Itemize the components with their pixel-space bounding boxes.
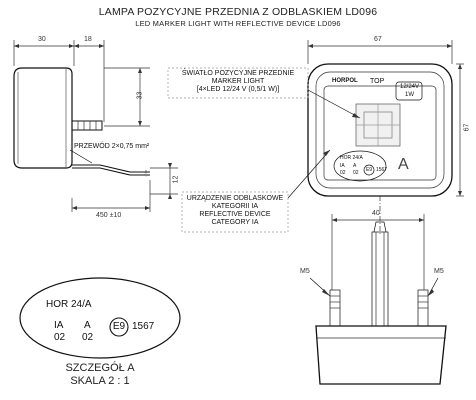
note-frames xyxy=(167,67,361,233)
face-a: A xyxy=(353,163,357,169)
drawing-subtitle: LED MARKER LIGHT WITH REFLECTIVE DEVICE … xyxy=(135,19,341,28)
face-02a: 02 xyxy=(340,170,346,176)
detail-approval: 1567 xyxy=(132,321,155,332)
light-note-line3: [4×LED 12/24 V (0,5/1 W)] xyxy=(196,86,280,93)
detail-a: A xyxy=(84,320,91,331)
detail-a xyxy=(19,277,181,359)
face-02b: 02 xyxy=(353,170,359,176)
dim-m5-right: M5 xyxy=(434,268,444,275)
wire-note: PRZEWÓD 2×0,75 mm² xyxy=(74,143,150,150)
dim-33: 33 xyxy=(136,91,144,100)
side-view xyxy=(13,40,178,212)
top-marking: TOP xyxy=(370,78,385,85)
bottom-view xyxy=(309,214,447,385)
dim-40: 40 xyxy=(372,210,380,217)
dim-450: 450 ±10 xyxy=(96,212,122,219)
dim-67-side: 67 xyxy=(463,123,471,132)
detail-02a: 02 xyxy=(54,332,66,343)
light-note-line1: ŚWIATŁO POZYCYJNE PRZEDNIE xyxy=(181,70,295,77)
voltage-label: 12/24V xyxy=(399,84,420,90)
dim-12: 12 xyxy=(172,175,180,184)
reflector-note: URZĄDZENIE ODBLASKOWE KATEGORII IA REFLE… xyxy=(182,195,288,227)
detail-caption-line1: SZCZEGÓŁ A xyxy=(65,362,135,374)
detail-ia: IA xyxy=(54,320,64,331)
dim-30: 30 xyxy=(38,36,46,43)
dim-67-top: 67 xyxy=(374,36,382,43)
face-hor: HOR 24/A xyxy=(340,155,363,161)
light-note: ŚWIATŁO POZYCYJNE PRZEDNIE MARKER LIGHT … xyxy=(168,70,308,94)
reflector-note-line4: CATEGORY IA xyxy=(211,219,259,226)
dim-m5-left: M5 xyxy=(300,268,310,275)
brand-logo: HORPOL xyxy=(332,78,358,84)
drawing-title: LAMPA POZYCYJNE PRZEDNIA Z ODBLASKIEM LD… xyxy=(98,6,378,18)
face-ia: IA xyxy=(340,163,345,169)
face-letter-a: A xyxy=(398,156,409,173)
reflector-note-line1: URZĄDZENIE ODBLASKOWE xyxy=(186,195,284,202)
detail-caption-line2: SKALA 2 : 1 xyxy=(70,375,130,387)
reflector-note-line3: REFLECTIVE DEVICE xyxy=(199,211,271,218)
front-view xyxy=(307,40,464,236)
reflector-note-line2: KATEGORII IA xyxy=(211,203,259,210)
detail-e9: E9 xyxy=(112,321,126,332)
watt-label: 1W xyxy=(405,92,414,98)
detail-hor: HOR 24/A xyxy=(46,299,92,310)
face-e9: E9 xyxy=(365,167,373,173)
detail-02b: 02 xyxy=(82,332,94,343)
face-approval: 1567 xyxy=(376,167,388,173)
light-note-line2: MARKER LIGHT xyxy=(211,78,265,85)
dim-18: 18 xyxy=(84,36,92,43)
detail-caption: SZCZEGÓŁ A SKALA 2 : 1 xyxy=(50,362,150,388)
